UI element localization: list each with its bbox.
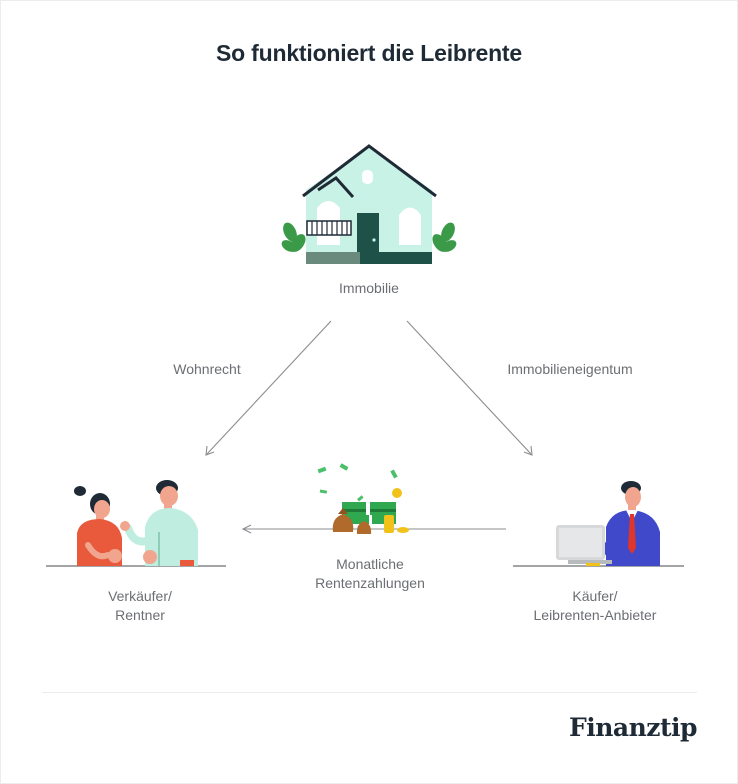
footer-divider — [42, 692, 697, 693]
businessman-icon — [598, 481, 660, 566]
laptop-icon — [556, 525, 612, 566]
finanztip-logo: Finanztip — [569, 713, 697, 742]
buyer-label: Käufer/ Leibrenten-Anbieter — [510, 587, 680, 625]
